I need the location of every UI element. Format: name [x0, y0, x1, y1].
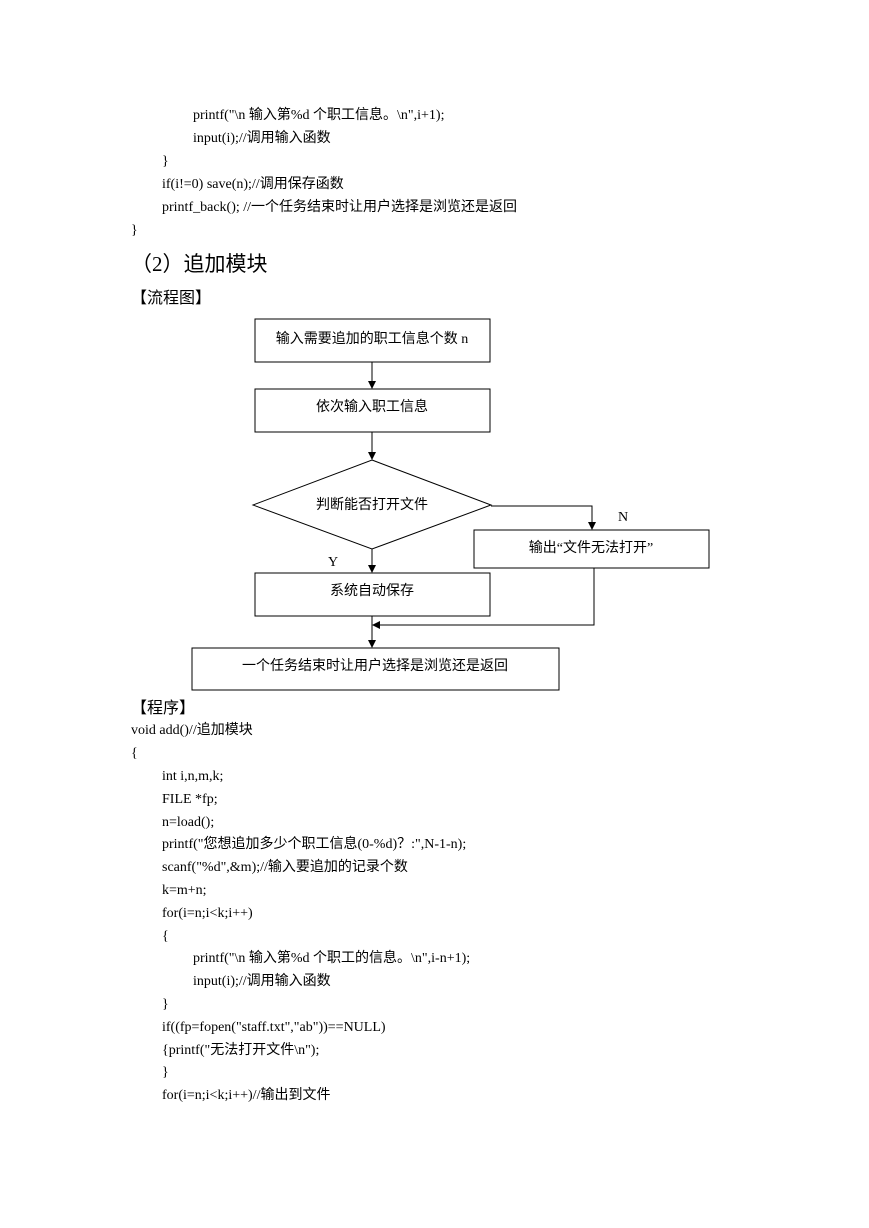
decision-text: 判断能否打开文件	[316, 496, 428, 513]
code-line: {	[131, 746, 138, 761]
code-line: if((fp=fopen("staff.txt","ab"))==NULL)	[162, 1020, 386, 1035]
code-line: if(i!=0) save(n);//调用保存函数	[162, 177, 344, 192]
code-line: }	[162, 154, 169, 169]
program-label: 【程序】	[131, 700, 196, 717]
code-line: input(i);//调用输入函数	[193, 974, 331, 989]
code-line: printf("您想追加多少个职工信息(0-%d)？:",N-1-n);	[162, 837, 467, 852]
step-error-box	[473, 529, 710, 569]
step-error-text: 输出“文件无法打开”	[529, 539, 653, 556]
step-save-text: 系统自动保存	[330, 583, 414, 599]
section-title: （2）追加模块	[131, 252, 268, 276]
arrow-decision-no	[491, 505, 596, 530]
code-line: int i,n,m,k;	[162, 769, 224, 784]
code-line: k=m+n;	[162, 883, 207, 898]
step-end-box	[191, 647, 560, 691]
code-line: printf("\n 输入第%d 个职工的信息。\n",i-n+1);	[193, 951, 471, 966]
code-line: printf_back(); //一个任务结束时让用户选择是浏览还是返回	[162, 200, 518, 215]
code-line: printf("\n 输入第%d 个职工信息。\n",i+1);	[193, 108, 445, 123]
code-line: n=load();	[162, 815, 215, 830]
flowchart-label: 【流程图】	[131, 290, 212, 307]
code-line: {	[162, 929, 169, 944]
code-line: void add()//追加模块	[131, 723, 253, 738]
code-line: }	[131, 223, 138, 238]
code-line: {printf("无法打开文件\n");	[162, 1043, 320, 1058]
code-line: }	[162, 997, 169, 1012]
label-y: Y	[328, 555, 338, 570]
code-line: input(i);//调用输入函数	[193, 131, 331, 146]
code-line: for(i=n;i<k;i++)//输出到文件	[162, 1088, 331, 1103]
step-count-text: 输入需要追加的职工信息个数 n	[276, 330, 469, 347]
step-end-text: 一个任务结束时让用户选择是浏览还是返回	[242, 657, 508, 674]
arrow-error-merge	[372, 568, 595, 629]
label-n: N	[618, 510, 628, 525]
code-line: scanf("%d",&m);//输入要追加的记录个数	[162, 860, 408, 875]
code-line: }	[162, 1065, 169, 1080]
code-line: FILE *fp;	[162, 792, 218, 807]
code-line: for(i=n;i<k;i++)	[162, 906, 253, 921]
step-input-text: 依次输入职工信息	[316, 398, 428, 415]
